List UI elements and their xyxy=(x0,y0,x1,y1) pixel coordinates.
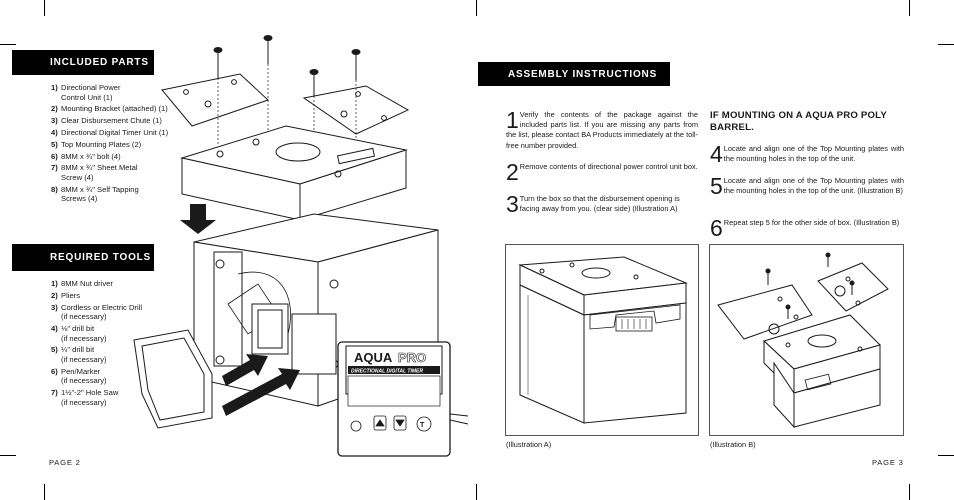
list-item: 1)Directional Power Control Unit (1) xyxy=(51,83,121,102)
list-item: 5)Top Mounting Plates (2) xyxy=(51,139,142,149)
crop-mark xyxy=(938,44,954,45)
required-tools-list: 1)8MM Nut driver 2)Pliers 3)Cordless or … xyxy=(51,279,186,409)
step-text: Verify the contents of the package again… xyxy=(506,110,698,150)
step-text: Turn the box so that the disbursement op… xyxy=(519,194,680,214)
list-item: 4)⅛" drill bit (if necessary) xyxy=(51,323,107,343)
illustration-b-assembly xyxy=(717,252,889,429)
list-item: 8)8MM x ¾" Self Tapping Screws (4) xyxy=(51,184,139,204)
crop-mark xyxy=(44,484,45,500)
crop-mark xyxy=(909,484,910,500)
crop-mark xyxy=(0,455,16,456)
step-1: 1 Verify the contents of the package aga… xyxy=(506,107,698,151)
list-item: 5)¼" drill bit (if necessary) xyxy=(51,345,107,364)
step-4: 4 Locate and align one of the Top Mounti… xyxy=(710,141,904,167)
step-number: 1 xyxy=(506,107,519,133)
step-number: 6 xyxy=(710,215,723,241)
timer-logo-aqua: AQUA xyxy=(354,350,393,365)
illustration-a-caption: (Illustration A) xyxy=(506,440,552,449)
required-tools-heading: REQUIRED TOOLS xyxy=(12,244,154,271)
list-item: 7)8MM x ¾" Sheet Metal Screw (4) xyxy=(51,163,138,182)
crop-mark xyxy=(909,0,910,16)
step-text: Locate and align one of the Top Mounting… xyxy=(723,176,904,196)
step-text: Locate and align one of the Top Mounting… xyxy=(723,144,904,164)
step-number: 3 xyxy=(506,191,519,217)
included-parts-list: 1)Directional Power Control Unit (1) 2)M… xyxy=(51,83,186,206)
included-parts-heading: INCLUDED PARTS xyxy=(12,50,154,75)
illustration-b-frame xyxy=(709,244,904,436)
step-number: 2 xyxy=(506,159,519,185)
page-number-right: PAGE 3 xyxy=(872,458,904,467)
timer-subtitle: DIRECTIONAL DIGITAL TIMER xyxy=(351,369,423,375)
list-item: 2)Mounting Bracket (attached) (1) xyxy=(51,104,168,114)
step-5: 5 Locate and align one of the Top Mounti… xyxy=(710,173,904,199)
required-tools-title: REQUIRED TOOLS xyxy=(50,252,152,263)
illustration-a-box xyxy=(518,256,688,424)
bolt-icon xyxy=(213,35,361,96)
included-parts-title: INCLUDED PARTS xyxy=(50,57,149,68)
assembly-instructions-heading: ASSEMBLY INSTRUCTIONS xyxy=(478,62,670,86)
list-item: 7)1½"-2" Hole Saw (if necessary) xyxy=(51,388,119,407)
list-item: 6)8MM x ¾" bolt (4) xyxy=(51,151,121,161)
svg-text:T: T xyxy=(420,422,425,429)
crop-mark xyxy=(938,455,954,456)
step-text: Remove contents of directional power con… xyxy=(519,162,698,171)
bolt-icon xyxy=(765,252,855,319)
list-item: 3)Clear Disbursement Chute (1) xyxy=(51,116,162,126)
crop-mark xyxy=(44,0,45,16)
crop-mark xyxy=(0,44,16,45)
list-item: 2)Pliers xyxy=(51,290,80,300)
step-6: 6 Repeat step 5 for the other side of bo… xyxy=(710,215,904,241)
step-number: 4 xyxy=(710,141,723,167)
timer-logo-pro: PRO xyxy=(398,350,426,365)
assembly-instructions-title: ASSEMBLY INSTRUCTIONS xyxy=(508,68,658,80)
crop-mark xyxy=(476,0,477,16)
step-2: 2 Remove contents of directional power c… xyxy=(506,159,698,185)
page-number-left: PAGE 2 xyxy=(49,458,81,467)
step-3: 3 Turn the box so that the disbursement … xyxy=(506,191,698,217)
step-text: Repeat step 5 for the other side of box.… xyxy=(723,218,900,227)
illustration-b-caption: (Illustration B) xyxy=(710,440,756,449)
step-number: 5 xyxy=(710,173,723,199)
exploded-assembly-illustration: AQUA PRO DIRECTIONAL DIGITAL TIMER T xyxy=(133,35,469,457)
timer-buttons xyxy=(350,415,432,432)
crop-mark xyxy=(476,484,477,500)
list-item: 3)Cordless or Electric Drill (if necessa… xyxy=(51,302,143,322)
poly-barrel-heading: IF MOUNTING ON A AQUA PRO POLY BARREL. xyxy=(710,110,887,133)
illustration-a-frame xyxy=(505,244,699,436)
list-item: 6)Pen/Marker (if necessary) xyxy=(51,366,107,386)
list-item: 4)Directional Digital Timer Unit (1) xyxy=(51,127,169,137)
list-item: 1)8MM Nut driver xyxy=(51,279,113,288)
